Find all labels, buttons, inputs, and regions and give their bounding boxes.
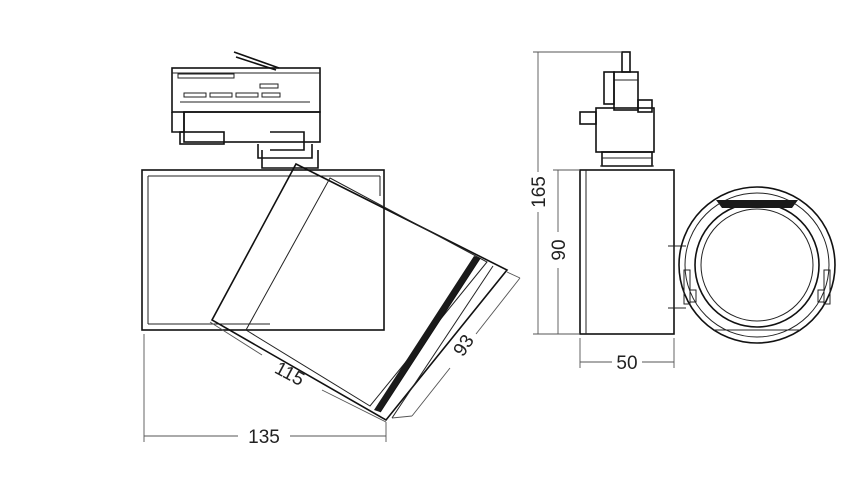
- lens-ring: [678, 186, 836, 344]
- dimension-height-90: 90: [549, 169, 580, 334]
- side-view: 165 90 50: [529, 51, 836, 374]
- dimension-height-165: 165: [529, 51, 622, 335]
- track-adapter: [171, 51, 321, 159]
- dimension-width-50: 50: [579, 338, 675, 374]
- side-body: [579, 169, 686, 335]
- dimension-label-165: 165: [529, 176, 550, 208]
- dimension-label-115: 115: [271, 358, 308, 391]
- dimension-label-135: 135: [248, 427, 280, 448]
- dimension-length-115: 115: [209, 321, 387, 423]
- dimension-label-90: 90: [549, 239, 570, 260]
- dimension-width-135: 135: [143, 334, 387, 448]
- tilted-lamp-head: [210, 150, 509, 422]
- rear-body: [141, 169, 385, 331]
- dimension-label-50: 50: [616, 353, 637, 374]
- front-view: 135 115 93: [141, 51, 521, 448]
- side-adapter: [579, 51, 655, 167]
